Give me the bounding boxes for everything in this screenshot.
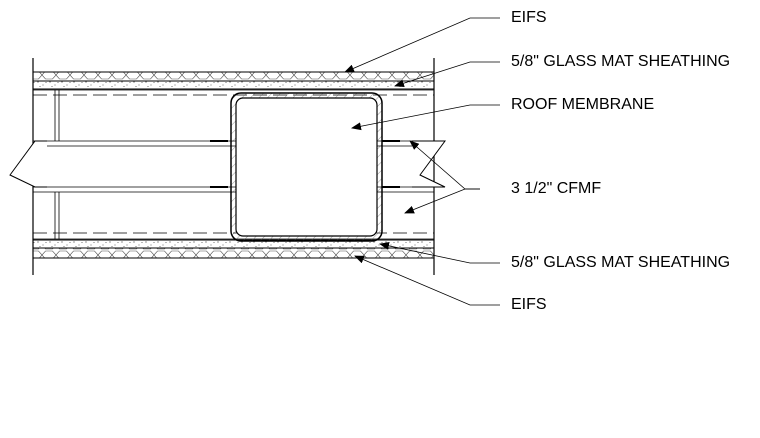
steel-tube xyxy=(230,92,383,242)
label-roof-membrane: ROOF MEMBRANE xyxy=(511,96,655,113)
eifs-layer-bottom xyxy=(32,247,435,259)
label-sheathing-bottom: 5/8" GLASS MAT SHEATHING xyxy=(511,254,731,271)
leader-lines xyxy=(344,17,500,306)
label-eifs-bottom: EIFS xyxy=(511,296,547,313)
break-line-left xyxy=(9,140,47,188)
label-sheathing-top: 5/8" GLASS MAT SHEATHING xyxy=(511,53,731,70)
sheathing-layer-top xyxy=(32,80,435,90)
label-cfmf: 3 1/2" CFMF xyxy=(511,180,602,197)
label-eifs-top: EIFS xyxy=(511,9,547,26)
break-line-right xyxy=(412,140,446,188)
eifs-layer-top xyxy=(32,71,435,82)
